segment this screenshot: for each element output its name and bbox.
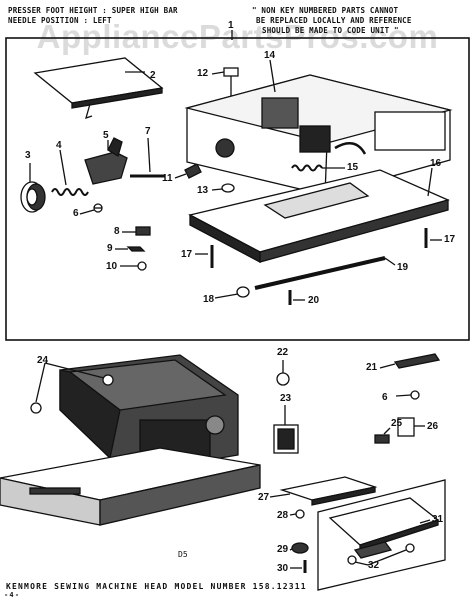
callout-15: 15 (347, 162, 359, 173)
part-22 (276, 372, 290, 386)
part-9 (126, 246, 146, 252)
watermark: AppliancePartsPros.com (36, 18, 439, 55)
callout-3: 3 (25, 150, 31, 161)
callout-13: 13 (197, 185, 209, 196)
callout-16: 16 (430, 158, 442, 169)
part-21 (393, 353, 441, 369)
presser-foot-note: PRESSER FOOT HEIGHT : SUPER HIGH BAR (8, 6, 178, 15)
callout-27: 27 (258, 492, 270, 503)
callout-12: 12 (197, 68, 209, 79)
inset-frame (317, 479, 446, 591)
callout-29: 29 (277, 544, 289, 555)
upper-panel-frame (5, 37, 470, 341)
callout-5: 5 (103, 130, 109, 141)
part-12 (223, 67, 239, 77)
part-11 (184, 163, 202, 179)
needle-position-note: NEEDLE POSITION : LEFT (8, 16, 112, 25)
callout-22: 22 (277, 347, 289, 358)
callout-32: 32 (368, 560, 380, 571)
part-26 (397, 417, 415, 437)
callout-7: 7 (145, 126, 151, 137)
callout-19: 19 (397, 262, 409, 273)
key-parts-note-1: " NON KEY NUMBERED PARTS CANNOT (252, 6, 399, 15)
key-parts-note-3: SHOULD BE MADE TO CODE UNIT " (262, 26, 399, 35)
part-29 (291, 542, 309, 554)
model-footer-title: KENMORE SEWING MACHINE HEAD MODEL NUMBER… (6, 582, 307, 591)
rod (254, 256, 386, 290)
diagram-code: D5 (178, 550, 188, 559)
callout-17a: 17 (181, 249, 193, 260)
callout-18: 18 (203, 294, 215, 305)
callout-2: 2 (150, 70, 156, 81)
part-13 (221, 183, 235, 193)
part-10 (137, 261, 147, 271)
spring (51, 188, 89, 196)
part-8 (135, 226, 151, 236)
callout-14: 14 (264, 50, 276, 61)
callout-24: 24 (37, 355, 49, 366)
callout-10: 10 (106, 261, 118, 272)
spring-15 (291, 164, 323, 172)
callout-6b: 6 (382, 392, 388, 403)
callout-28: 28 (277, 510, 289, 521)
part-25 (374, 434, 390, 444)
page-number: -4- (4, 591, 21, 599)
callout-8: 8 (114, 226, 120, 237)
lever-assembly (84, 151, 128, 185)
callout-11: 11 (162, 173, 173, 184)
callout-23: 23 (280, 393, 292, 404)
callout-1: 1 (228, 20, 234, 31)
part-28 (295, 509, 305, 519)
callout-20: 20 (308, 295, 320, 306)
callout-9: 9 (107, 243, 113, 254)
callout-25: 25 (391, 418, 403, 429)
key-parts-note-2: BE REPLACED LOCALLY AND REFERENCE (256, 16, 412, 25)
washer (236, 286, 250, 298)
callout-21: 21 (366, 362, 378, 373)
callout-4: 4 (56, 140, 62, 151)
callout-30: 30 (277, 563, 289, 574)
callout-31: 31 (432, 514, 444, 525)
callout-26: 26 (427, 421, 439, 432)
callout-17b: 17 (444, 234, 456, 245)
callout-6: 6 (73, 208, 79, 219)
